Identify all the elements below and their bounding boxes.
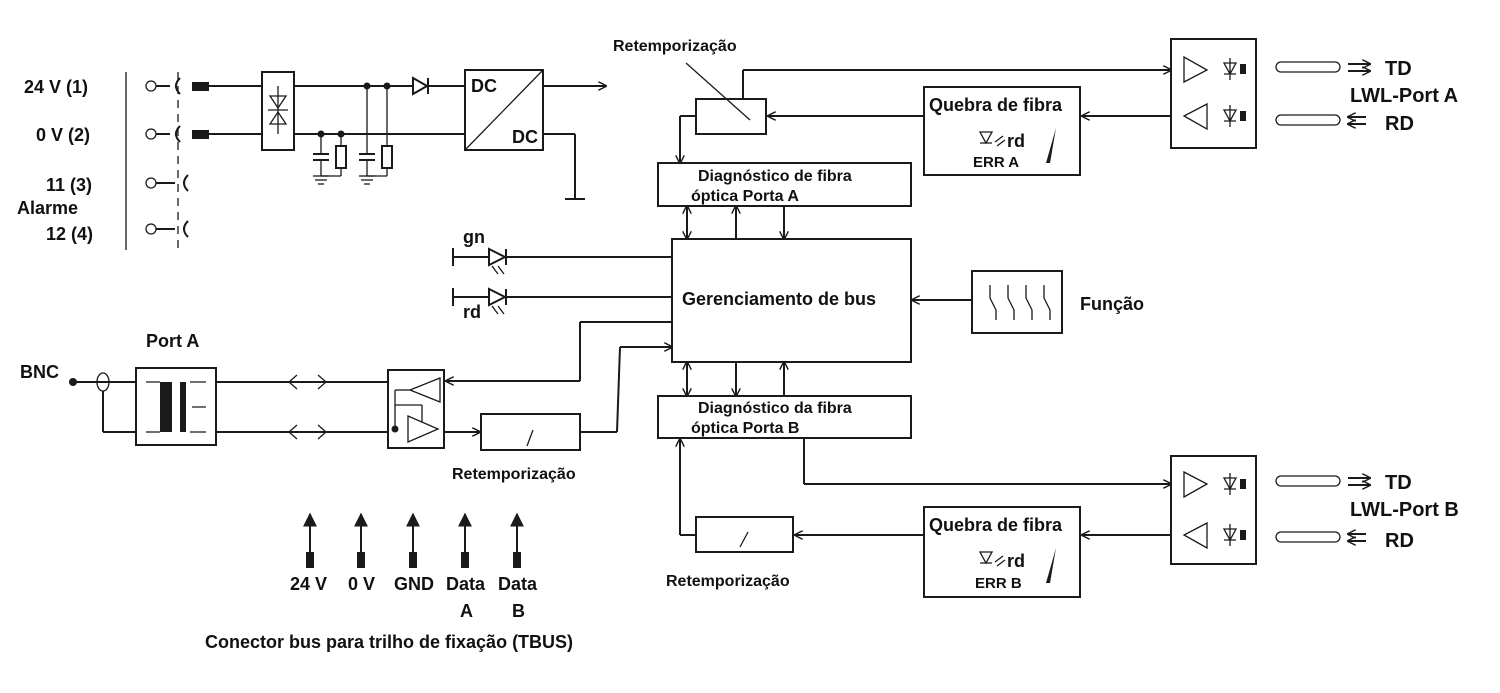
terminal-block: 24 V (1) 0 V (2) 11 (3) Alarme 12 (4) [17,72,209,250]
diag-b-line2: óptica Porta B [691,420,799,437]
retiming-top: Retemporização [613,38,767,135]
function-switches: Função [971,270,1144,334]
transmitter-icon [1183,55,1209,84]
break-b-title: Quebra de fibra [929,515,1063,535]
break-a-err: ERR A [973,154,1019,171]
optical-transceiver-a [1170,38,1257,149]
tbus-connector: 24 V 0 V GND Data Data A B Conector bus … [205,512,573,652]
bnc-port: BNC [20,362,136,433]
terminal-label-24v: 24 V (1) [24,77,88,97]
tbus-pin-0v: 0 V [348,574,375,594]
port-a-transformer: Port A [135,331,217,446]
receiver-icon [1182,521,1208,550]
break-a-title: Quebra de fibra [929,95,1063,115]
fiber-break-a: Quebra de fibra rd ERR A [923,86,1081,176]
tbus-pin-24v: 24 V [290,574,327,594]
tvs-diode-box [261,71,295,151]
led-rd-icon [978,551,994,565]
lwl-b-name: LWL-Port B [1350,499,1459,521]
dcdc-converter: DC DC [464,69,606,200]
fiber-diagnostic-b: Diagnóstico da fibra óptica Porta B [657,395,912,439]
break-b-err: ERR B [975,575,1022,592]
transmitter-icon [1183,470,1209,499]
line-driver [387,369,445,449]
dcdc-in-label: DC [471,76,497,96]
led-gn-label: gn [463,227,485,247]
bus-mgmt-label: Gerenciamento de bus [682,289,876,309]
fiber-diagnostic-a: Diagnóstico de fibra óptica Porta A [657,162,912,207]
retime-bottom-label: Retemporização [666,573,790,590]
terminal-label-11: 11 (3) [46,175,92,195]
tbus-pin-data-a: Data [446,574,486,594]
capacitor-resistor-2 [359,82,393,185]
led-green: gn [452,227,672,275]
tbus-caption: Conector bus para trilho de fixação (TBU… [205,632,573,652]
led-red: rd [452,287,672,322]
fiber-break-b: Quebra de fibra rd ERR B [923,506,1081,598]
retime-port-a-label: Retemporização [452,466,576,483]
optical-transceiver-b [1170,455,1257,565]
tbus-pin-arrows [303,512,524,568]
break-b-led: rd [1007,551,1025,571]
diag-a-line2: óptica Porta A [691,188,799,205]
tbus-pin-data-b: Data [498,574,538,594]
fiber-break-icon [1046,548,1056,583]
terminal-label-0v: 0 V (2) [36,125,90,145]
retime-top-label: Retemporização [613,38,737,55]
function-label: Função [1080,294,1144,314]
tbus-pin-data-b-sub: B [512,601,525,621]
retiming-port-a: Retemporização [452,413,581,483]
retiming-bottom: Retemporização [666,516,794,590]
lwl-a-rd: RD [1385,113,1414,135]
fiber-break-icon [1046,128,1056,163]
fiber-connector-a: TD LWL-Port A RD [1275,58,1458,135]
diag-b-line1: Diagnóstico da fibra [698,400,852,417]
tbus-pin-gnd: GND [394,574,434,594]
lwl-a-name: LWL-Port A [1350,85,1458,107]
lwl-b-td: TD [1385,472,1412,494]
led-rd-icon [978,131,994,145]
terminal-contacts [145,77,209,238]
bus-management-block: Gerenciamento de bus [671,238,912,363]
terminal-label-12: 12 (4) [46,224,93,244]
power-filter [209,71,465,185]
bnc-label: BNC [20,362,59,382]
capacitor-resistor-1 [313,130,347,185]
lwl-b-rd: RD [1385,530,1414,552]
lwl-a-td: TD [1385,58,1412,80]
receiver-icon [1182,102,1208,131]
port-a-label: Port A [146,331,199,351]
series-diode [412,76,430,96]
fiber-connector-b: TD LWL-Port B RD [1275,472,1459,552]
break-a-led: rd [1007,131,1025,151]
dcdc-out-label: DC [512,127,538,147]
tbus-pin-data-a-sub: A [460,601,473,621]
led-rd-label: rd [463,302,481,322]
alarm-label: Alarme [17,198,78,218]
diag-a-line1: Diagnóstico de fibra [698,168,852,185]
